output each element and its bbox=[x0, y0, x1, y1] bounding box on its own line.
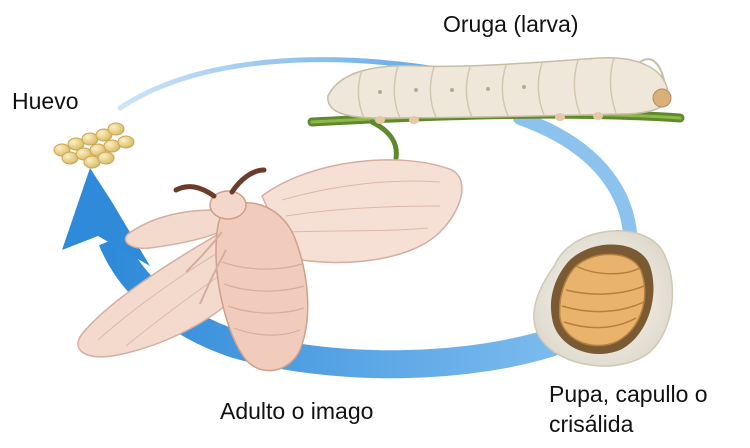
larva-illustration bbox=[328, 58, 671, 124]
mulberry-stem-illustration bbox=[312, 114, 680, 158]
larva-label: Oruga (larva) bbox=[443, 11, 578, 38]
egg-cluster-illustration bbox=[54, 123, 134, 168]
pupa-label-line-2: crisálida bbox=[549, 409, 708, 439]
egg-label: Huevo bbox=[12, 88, 78, 115]
pupa-cocoon-illustration bbox=[534, 231, 673, 366]
pupa-label-line-1: Pupa, capullo o bbox=[549, 379, 708, 409]
pupa-label: Pupa, capullo o crisálida bbox=[549, 379, 708, 439]
adult-label: Adulto o imago bbox=[220, 398, 373, 425]
